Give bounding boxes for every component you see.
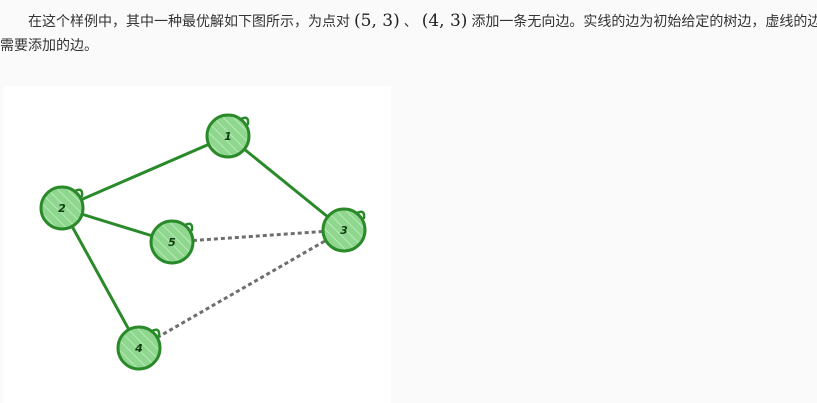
paragraph-line-1: 在这个样例中，其中一种最优解如下图所示，为点对(5, 3)、(4, 3)添加一条…	[0, 9, 817, 34]
added-edge-5-3	[171, 228, 345, 244]
node-2: 2	[39, 185, 85, 231]
graph-svg: 1 2 3 4 5	[39, 113, 367, 371]
node-tail	[183, 222, 194, 232]
description-paragraph: 在这个样例中，其中一种最优解如下图所示，为点对(5, 3)、(4, 3)添加一条…	[0, 0, 817, 58]
math-pair-4-3: (4, 3)	[421, 11, 468, 31]
node-3: 3	[321, 207, 367, 253]
node-1: 1	[205, 113, 251, 159]
node-4: 4	[116, 325, 162, 371]
node-circle	[149, 219, 195, 265]
node-circle	[205, 113, 251, 159]
tree-edge-2-4	[60, 206, 141, 350]
text-segment: 在这个样例中，其中一种最优解如下图所示，为点对	[28, 14, 350, 30]
node-label: 5	[168, 236, 176, 249]
text-separator: 、	[403, 14, 418, 30]
node-tail	[150, 328, 161, 338]
added-edge-4-3	[138, 228, 345, 350]
text-segment: 添加一条无向边。实线的边为初始给定的树边，虚线的边为	[471, 14, 817, 30]
math-pair-5-3: (5, 3)	[354, 11, 400, 31]
node-tail	[355, 210, 366, 220]
node-tail	[239, 116, 250, 126]
node-circle	[116, 325, 162, 371]
node-circle	[39, 185, 85, 231]
node-tail	[73, 188, 84, 198]
node-label: 1	[224, 130, 232, 143]
node-label: 2	[58, 202, 66, 215]
tree-edge-1-3	[226, 134, 346, 232]
tree-diagram-figure: 1 2 3 4 5	[3, 86, 391, 403]
node-circle	[321, 207, 367, 253]
node-label: 3	[340, 224, 348, 237]
tree-edge-1-2	[60, 134, 230, 210]
paragraph-line-2: 需要添加的边。	[0, 38, 98, 54]
node-5: 5	[149, 219, 195, 265]
node-label: 4	[134, 342, 143, 355]
